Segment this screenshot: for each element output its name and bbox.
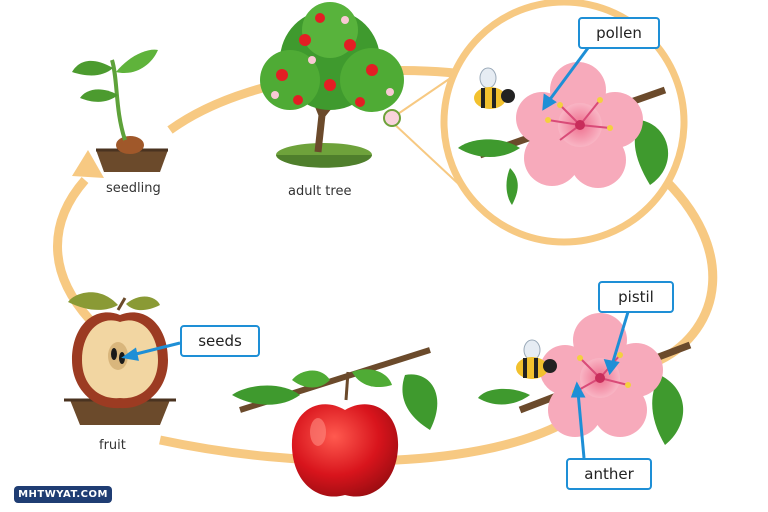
- stage-label-fruit: fruit: [99, 438, 126, 453]
- callout-seeds: seeds: [180, 325, 260, 357]
- stage-label-seedling: seedling: [106, 181, 161, 196]
- seedling-illustration: [72, 49, 168, 172]
- stage-label-adult-tree: adult tree: [288, 184, 352, 199]
- cut-fruit-illustration: [64, 292, 176, 425]
- pistil-flower-illustration: [478, 313, 692, 445]
- site-logo-watermark: MHTWYAT.COM: [14, 486, 112, 503]
- callout-pointers: [121, 47, 630, 459]
- bee-top-illustration: [474, 67, 515, 109]
- bee-bottom-illustration: [516, 339, 557, 379]
- apple-illustration: [232, 347, 438, 497]
- pollen-flower-illustration: [458, 62, 669, 205]
- callout-pollen: pollen: [578, 17, 660, 49]
- callout-pistil: pistil: [598, 281, 674, 313]
- adult-tree-illustration: [260, 2, 404, 168]
- callout-anther: anther: [566, 458, 652, 490]
